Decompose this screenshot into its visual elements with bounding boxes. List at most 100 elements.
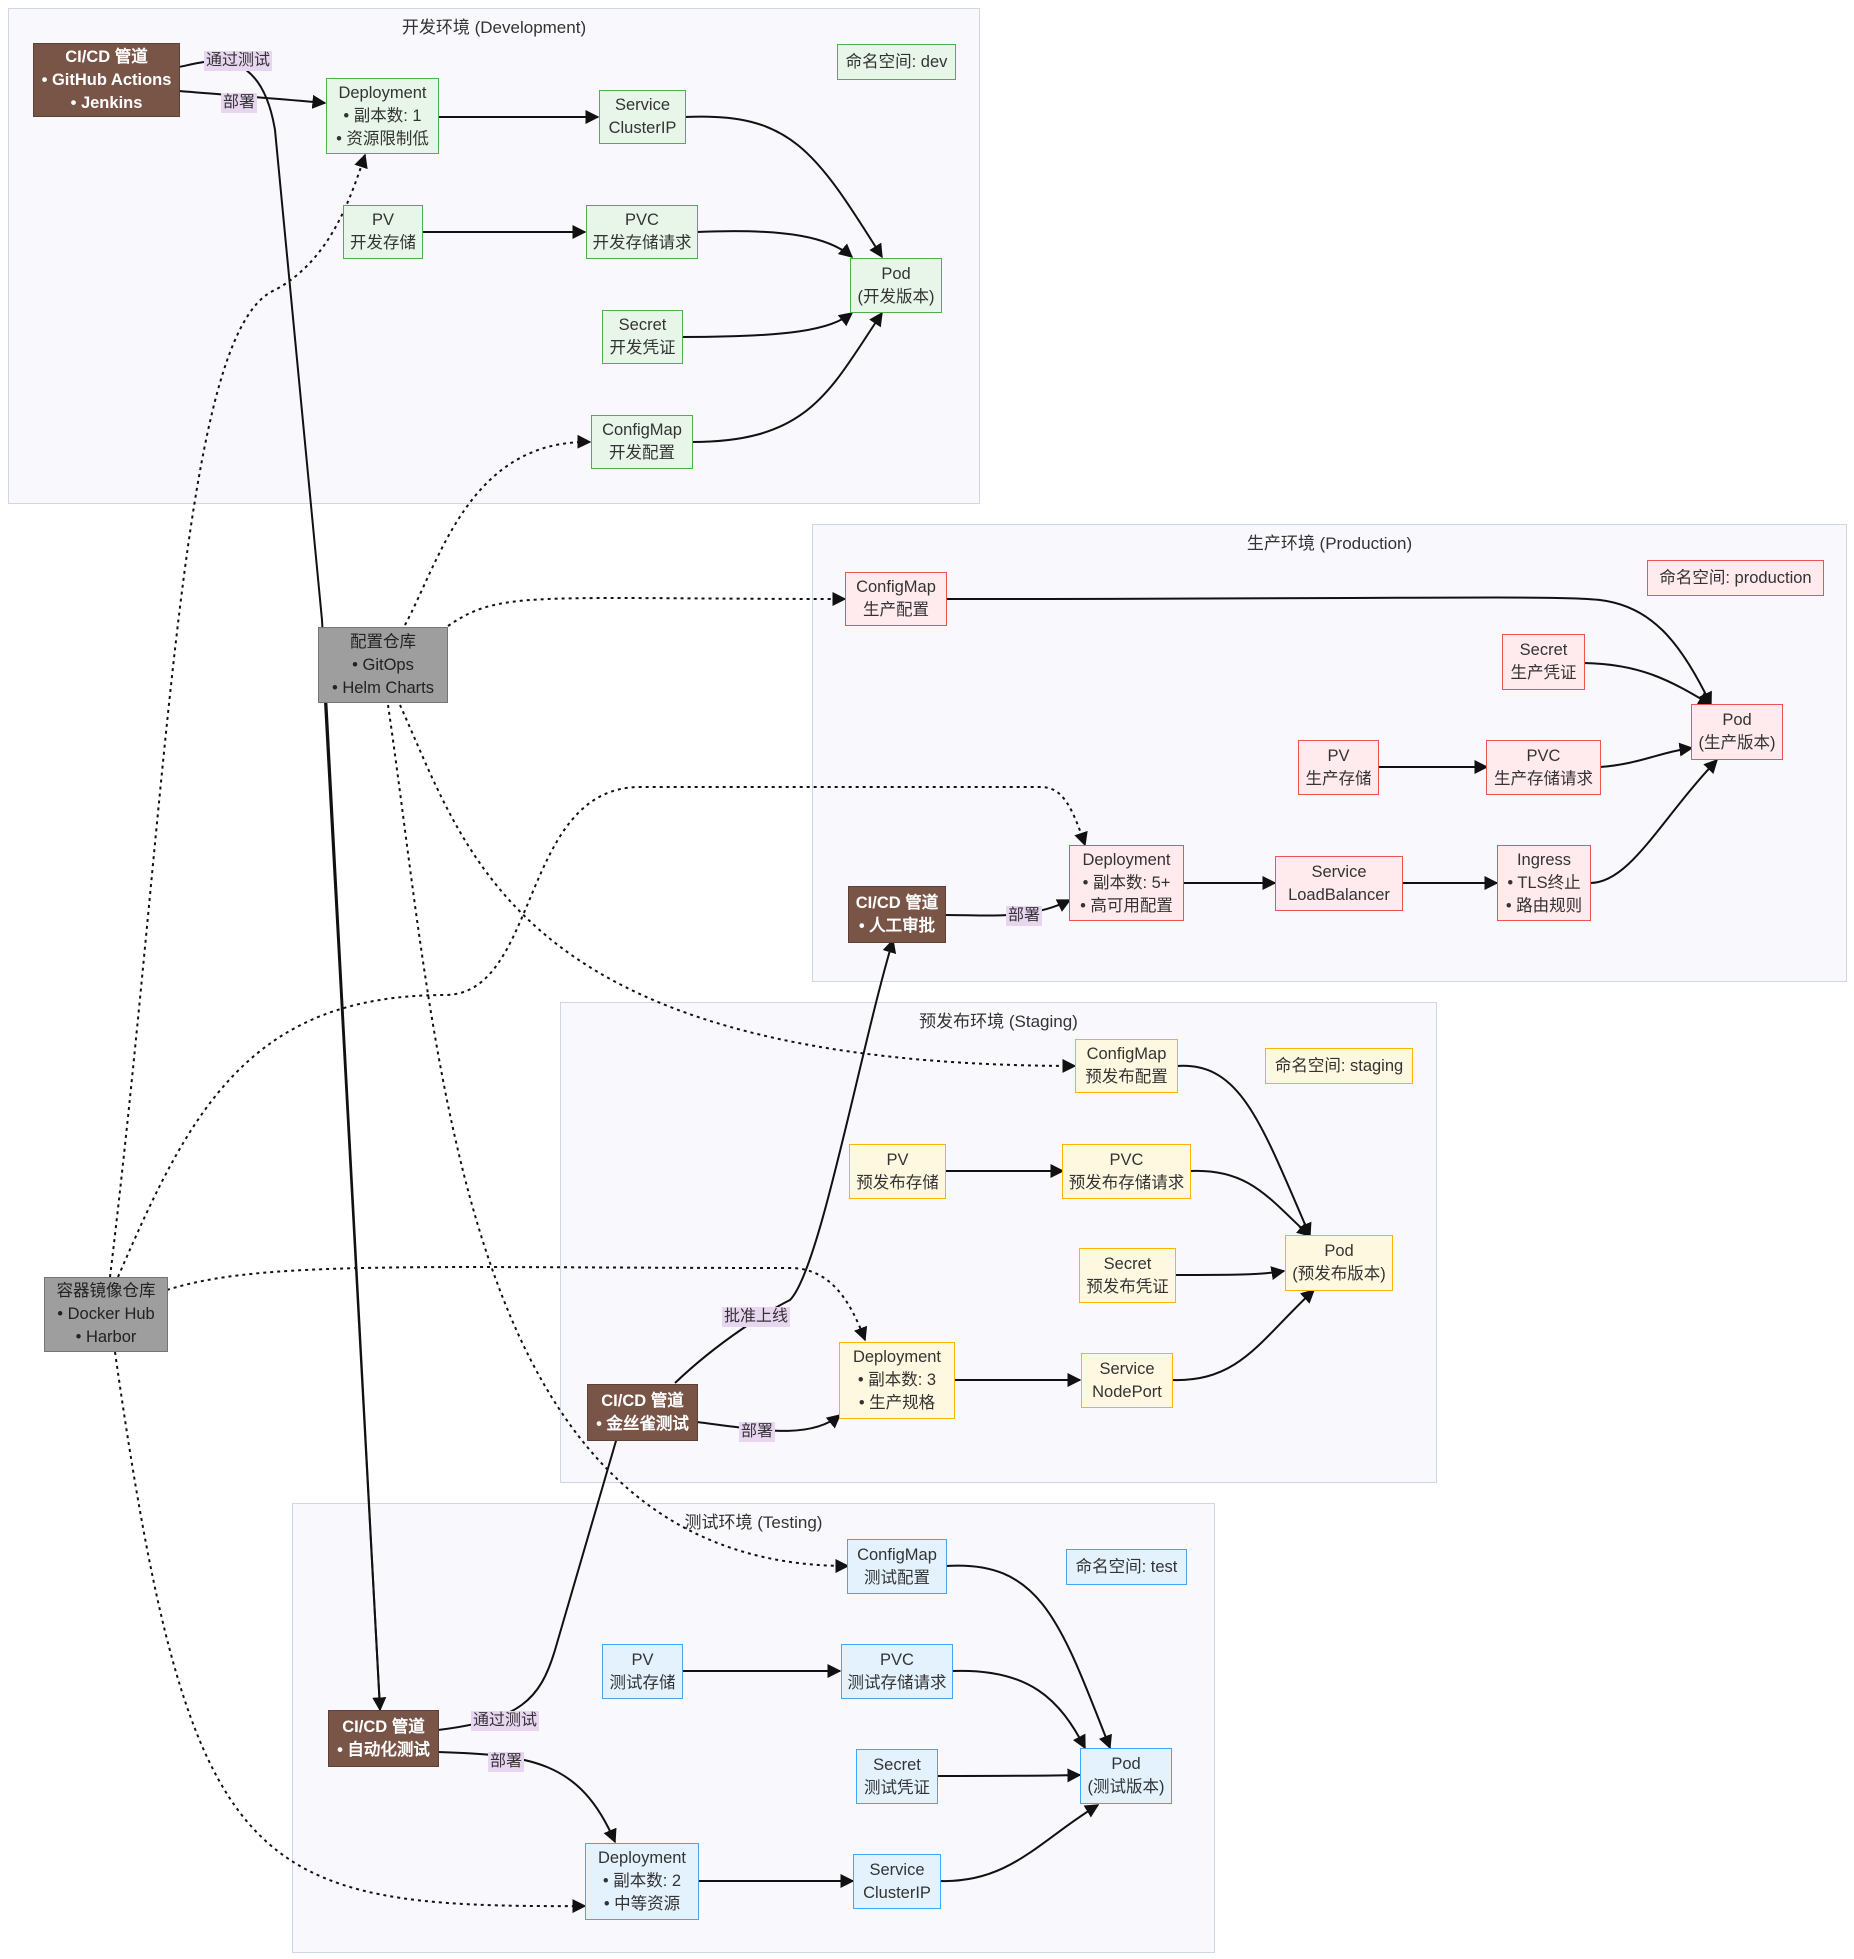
edge-tst-cm-to-tst-pod xyxy=(945,1564,1112,1750)
node-line: PVC xyxy=(625,211,659,229)
node-line: ConfigMap xyxy=(1086,1045,1167,1063)
prod-pod-node: Pod (生产版本) xyxy=(1691,704,1783,760)
node-line: ClusterIP xyxy=(608,119,677,137)
node-line: • 副本数: 5+ xyxy=(1082,873,1171,892)
node-line: • TLS终止 xyxy=(1507,873,1581,892)
node-line: 预发布凭证 xyxy=(1086,1277,1169,1296)
node-line: 开发存储 xyxy=(350,234,416,252)
node-line: • 副本数: 1 xyxy=(343,106,422,125)
edge-image-to-prod-deploy xyxy=(117,786,1088,1278)
dev-deployment-node: Deployment• 副本数: 1• 资源限制低 xyxy=(326,78,439,154)
node-line: NodePort xyxy=(1092,1382,1162,1401)
node-line: PVC xyxy=(1526,746,1561,765)
node-line: Service xyxy=(614,96,671,114)
node-line: 测试配置 xyxy=(864,1568,930,1587)
node-line: 开发存储请求 xyxy=(592,234,692,252)
node-line: CI/CD 管道 xyxy=(855,893,939,912)
test-pod-node: Pod(测试版本) xyxy=(1080,1748,1172,1804)
node-line: 测试凭证 xyxy=(864,1778,930,1797)
node-line: CI/CD 管道 xyxy=(342,1717,425,1736)
node-line: 预发布存储请求 xyxy=(1068,1173,1185,1192)
dev-pod-node: Pod(开发版本) xyxy=(850,258,942,313)
staging-namespace-node: 命名空间: staging xyxy=(1265,1048,1413,1084)
edge-image-to-tst-deploy xyxy=(114,1351,587,1914)
staging-deployment-node: Deployment• 副本数: 3• 生产规格 xyxy=(839,1342,955,1419)
node-line: 生产凭证 xyxy=(1510,664,1577,682)
node-line: Deployment xyxy=(852,1348,942,1366)
node-line: ClusterIP xyxy=(863,1883,931,1902)
node-line: Service xyxy=(1311,862,1367,881)
node-line: 配置仓库 xyxy=(350,632,416,651)
edge-dev-svc-to-dev-pod xyxy=(684,115,883,259)
edge-label-tst-pass-test: 通过测试 xyxy=(471,1711,540,1731)
edge-config-to-prod-cm xyxy=(447,591,847,627)
node-line: Deployment xyxy=(597,1849,687,1867)
edge-repo-left-to-cicd-tst xyxy=(324,701,381,1709)
edge-dev-pvc-to-dev-pod xyxy=(696,230,854,258)
node-line: 开发凭证 xyxy=(609,339,676,357)
test-pv-node: PV 测试存储 xyxy=(602,1644,683,1699)
node-line: 命名空间: production xyxy=(1659,568,1812,587)
node-line: 命名空间: test xyxy=(1075,1557,1178,1576)
node-line: • 自动化测试 xyxy=(337,1740,430,1759)
node-line: PVC xyxy=(880,1650,914,1669)
dev-pv-node: PV 开发存储 xyxy=(343,205,423,259)
edge-config-to-dev-cm xyxy=(404,434,592,626)
node-line: • 生产规格 xyxy=(858,1394,936,1412)
prod-secret-node: Secret 生产凭证 xyxy=(1502,634,1585,690)
node-line: • 金丝雀测试 xyxy=(596,1414,689,1433)
cluster-title-prod: 生产环境 (Production) xyxy=(1246,534,1413,553)
node-line: LoadBalancer xyxy=(1288,885,1390,904)
node-line: 测试存储 xyxy=(609,1673,676,1692)
node-line: 生产配置 xyxy=(863,601,929,619)
node-line: Ingress xyxy=(1516,850,1572,869)
node-line: PV xyxy=(886,1150,909,1169)
node-line: Deployment xyxy=(1082,850,1171,869)
edge-tst-pvc-to-tst-pod xyxy=(951,1669,1086,1750)
node-line: PV xyxy=(1327,746,1350,765)
node-line: PV xyxy=(371,211,394,229)
node-line: 命名空间: dev xyxy=(845,52,948,71)
edge-dev-secret-to-dev-pod xyxy=(681,312,854,338)
edge-label-tst-deploy: 部署 xyxy=(488,1752,525,1772)
node-line: Pod xyxy=(1722,711,1752,729)
edge-image-to-dev-deploy xyxy=(109,153,368,1278)
node-line: Secret xyxy=(1519,641,1568,659)
cicd-node-dev: CI/CD 管道• GitHub Actions• Jenkins xyxy=(33,43,180,117)
node-line: (预发布版本) xyxy=(1292,1265,1386,1283)
edge-tst-svc-to-tst-pod xyxy=(939,1804,1100,1883)
prod-deployment-node: Deployment • 副本数: 5+ • 高可用配置 xyxy=(1069,845,1184,921)
test-deployment-node: Deployment• 副本数: 2• 中等资源 xyxy=(585,1843,699,1920)
prod-ingress-node: Ingress• TLS终止• 路由规则 xyxy=(1497,845,1591,921)
node-line: • 副本数: 2 xyxy=(602,1872,682,1890)
node-line: • GitHub Actions xyxy=(41,70,172,89)
edge-prod-pvc-to-prod-pod xyxy=(1599,742,1694,768)
node-line: PV xyxy=(631,1650,654,1669)
node-line: • Jenkins xyxy=(70,93,143,112)
edge-label-dev-deploy: 部署 xyxy=(221,93,258,113)
node-line: (开发版本) xyxy=(857,287,935,306)
node-line: Pod xyxy=(1324,1242,1354,1260)
edge-label-prod-deploy: 部署 xyxy=(1006,906,1043,926)
node-line: • 高可用配置 xyxy=(1080,896,1173,915)
node-line: ConfigMap xyxy=(602,421,682,439)
node-line: (生产版本) xyxy=(1698,734,1776,752)
image-repo-node: 容器镜像仓库• Docker Hub• Harbor xyxy=(44,1277,168,1352)
edge-config-to-tst-cm xyxy=(387,704,850,1573)
config-repo-node: 配置仓库• GitOps• Helm Charts xyxy=(318,627,448,703)
node-line: 容器镜像仓库 xyxy=(56,1282,156,1300)
